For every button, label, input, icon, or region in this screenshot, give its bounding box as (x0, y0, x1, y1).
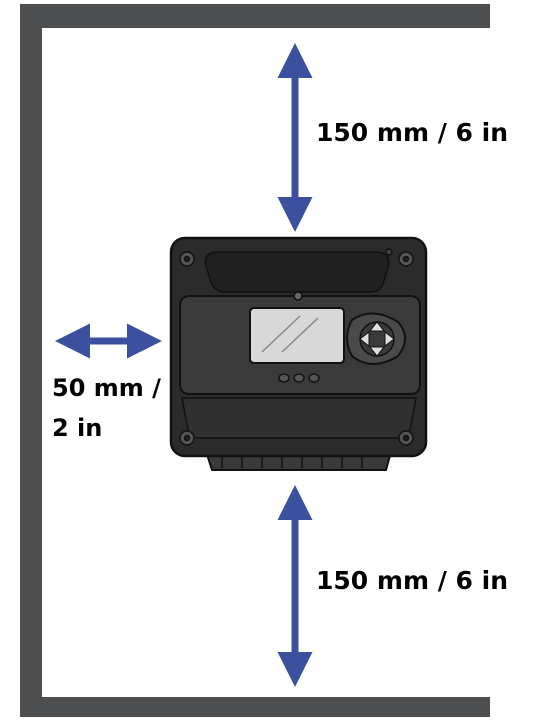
device-top-visor (204, 251, 390, 293)
four-way-keypad-icon (346, 312, 406, 365)
side-clearance-label: 50 mm / 2 in (52, 368, 161, 448)
side-clearance-label-line1: 50 mm / (52, 374, 161, 402)
charge-controller-icon (169, 236, 428, 471)
bottom-clearance-label: 150 mm / 6 in (316, 566, 508, 595)
corner-screws (179, 248, 414, 446)
top-clearance-label: 150 mm / 6 in (316, 118, 508, 147)
display-screen (249, 307, 345, 364)
side-clearance-label-line2: 2 in (52, 414, 103, 442)
status-leds (278, 373, 320, 383)
top-indicator (293, 291, 303, 301)
device-lower-band (181, 397, 417, 439)
